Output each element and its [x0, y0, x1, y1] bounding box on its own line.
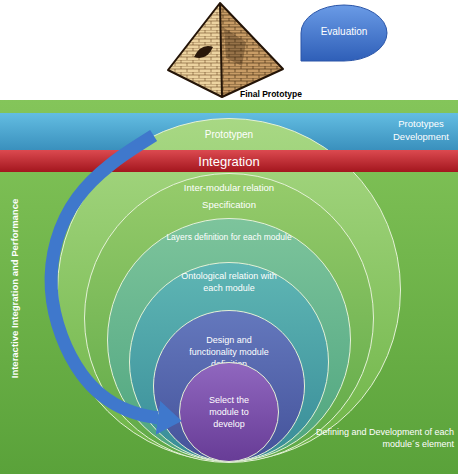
node-text: Select the module to develop — [202, 394, 256, 430]
circle-outline — [130, 263, 329, 462]
node-text: Evaluation — [300, 25, 388, 39]
pyramid-illustration — [0, 0, 468, 110]
node-text: Prototypen — [179, 128, 279, 142]
circle-outline — [180, 363, 279, 462]
circle-outline — [85, 174, 374, 463]
node-text: Integration — [0, 153, 458, 171]
pyramid-eye — [194, 46, 213, 58]
integration-band: Integration — [0, 150, 458, 172]
circle-outline — [108, 219, 351, 462]
stage-circle: Inter-modular relation SpecificationLaye… — [84, 173, 374, 463]
caption-label: Final Prototype — [240, 89, 310, 99]
stage-circle: Select the module to develop — [179, 362, 279, 462]
node-text: Ontological relation with each module — [179, 270, 279, 294]
circle-outline — [58, 119, 401, 462]
edge-label: Interactive Integration and Performance — [9, 174, 20, 404]
node-text: Inter-modular relation Specification — [167, 180, 291, 213]
stage-circle: Ontological relation with each moduleDes… — [129, 262, 329, 462]
node-text: Layers definition for each module — [154, 232, 304, 243]
pyramid-shade — [224, 28, 246, 66]
band-fill — [0, 100, 458, 474]
node-text: Prototypes Development — [386, 118, 456, 144]
stage-circle: Layers definition for each moduleOntolog… — [107, 218, 351, 462]
circle-outline — [154, 311, 305, 462]
module-area: Defining and Development of each module´… — [0, 100, 458, 474]
stage-circle: Design and functionality module definiti… — [153, 310, 305, 462]
flow-arrow — [51, 135, 158, 417]
drop-outline — [301, 5, 387, 61]
evaluation-drop: Evaluation — [300, 4, 388, 62]
band-fill — [0, 150, 458, 172]
pyramid-outline — [168, 3, 283, 97]
node-text: Defining and Development of each module´… — [314, 426, 454, 450]
